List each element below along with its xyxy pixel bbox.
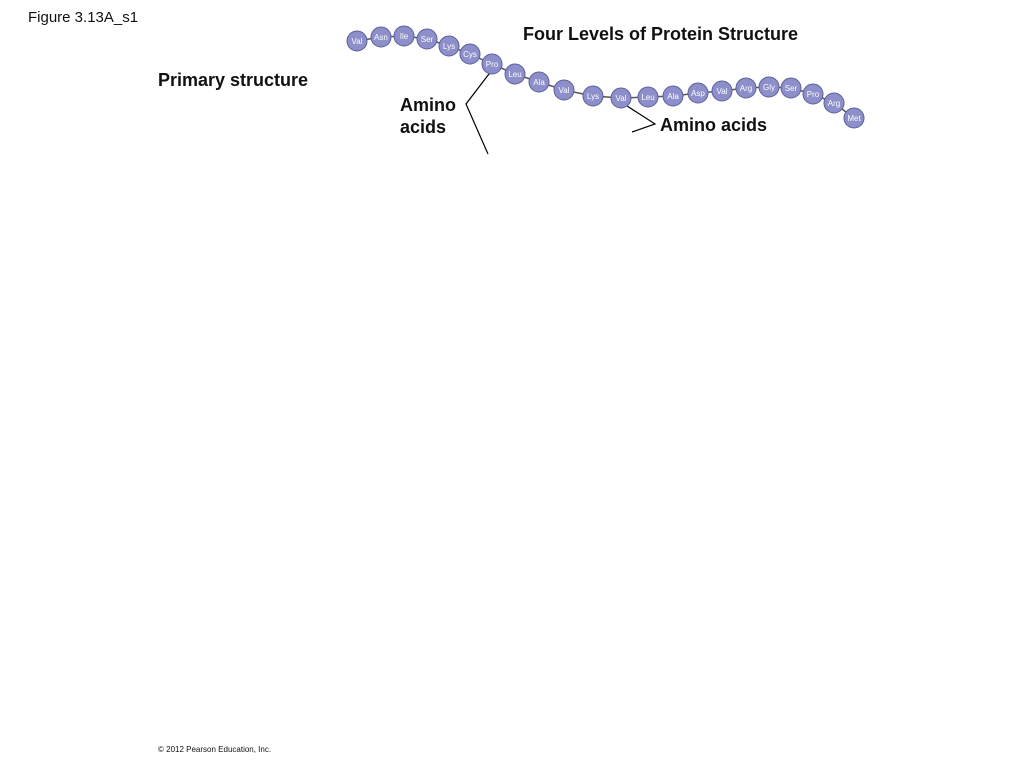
- amino-acid-circle: [438, 35, 460, 57]
- amino-acid-bead: Arg: [735, 77, 757, 99]
- amino-acid-circle: [582, 85, 604, 107]
- amino-acid-bead: Lys: [582, 85, 604, 107]
- amino-acid-label: Cys: [463, 50, 477, 59]
- amino-acid-bead: Ala: [528, 71, 550, 93]
- amino-acid-bead: Val: [610, 87, 632, 109]
- amino-acid-circle: [637, 86, 659, 108]
- amino-acid-bead: Leu: [637, 86, 659, 108]
- amino-acid-circle: [662, 85, 684, 107]
- amino-acid-bead: Val: [711, 80, 733, 102]
- amino-acids-label-left-line1: Amino: [400, 95, 456, 115]
- amino-acid-circle: [802, 83, 824, 105]
- figure-label: Figure 3.13A_s1: [28, 9, 139, 26]
- amino-acid-bead: Gly: [758, 76, 780, 98]
- amino-acid-label: Asp: [691, 89, 705, 98]
- amino-acid-circle: [687, 82, 709, 104]
- amino-acid-circle: [553, 79, 575, 101]
- amino-acid-bead: Arg: [823, 92, 845, 114]
- amino-acid-label: Gly: [763, 83, 775, 92]
- amino-acid-label: Asn: [374, 33, 388, 42]
- amino-acid-label: Ala: [667, 92, 679, 101]
- leader-line-right: [623, 103, 657, 133]
- amino-acid-circle: [735, 77, 757, 99]
- amino-acid-circle: [528, 71, 550, 93]
- amino-acid-label: Lys: [443, 42, 455, 51]
- amino-acid-circle: [610, 87, 632, 109]
- amino-acid-label: Val: [717, 87, 728, 96]
- figure-title: Four Levels of Protein Structure: [523, 24, 799, 44]
- amino-acid-label: Lys: [587, 92, 599, 101]
- amino-acid-label: Ser: [421, 35, 434, 44]
- amino-acid-bead: Ile: [393, 25, 415, 47]
- amino-acid-bead: Asp: [687, 82, 709, 104]
- amino-acid-bead: Pro: [802, 83, 824, 105]
- amino-acid-label: Leu: [641, 93, 654, 102]
- amino-acid-bead: Lys: [438, 35, 460, 57]
- leader-line-left: [465, 69, 493, 155]
- amino-acid-bead: Cys: [459, 43, 481, 65]
- amino-acid-circle: [481, 53, 503, 75]
- amino-acid-label: Ile: [400, 32, 409, 41]
- leader-lines: [465, 69, 657, 155]
- amino-acid-label: Arg: [740, 84, 752, 93]
- amino-acid-circle: [393, 25, 415, 47]
- amino-acid-circle: [758, 76, 780, 98]
- amino-acid-bead: Asn: [370, 26, 392, 48]
- amino-acids-label-left-line2: acids: [400, 117, 447, 137]
- amino-acid-label: Ala: [533, 78, 545, 87]
- amino-acid-label: Pro: [807, 90, 820, 99]
- amino-acids-label-left: Amino acids: [400, 94, 456, 138]
- primary-structure-label: Primary structure: [158, 70, 309, 90]
- amino-acid-label: Leu: [508, 70, 521, 79]
- amino-acid-label: Val: [616, 94, 627, 103]
- amino-acid-circle: [370, 26, 392, 48]
- amino-acid-circle: [346, 30, 368, 52]
- amino-acid-circle: [504, 63, 526, 85]
- amino-acid-label: Arg: [828, 99, 840, 108]
- amino-acid-label: Pro: [486, 60, 499, 69]
- amino-acid-circle: [711, 80, 733, 102]
- amino-acid-bead: Leu: [504, 63, 526, 85]
- amino-acid-circle: [780, 77, 802, 99]
- amino-acid-bead: Val: [346, 30, 368, 52]
- amino-acid-bead: Ser: [780, 77, 802, 99]
- amino-acid-bead: Ala: [662, 85, 684, 107]
- amino-acid-circle: [416, 28, 438, 50]
- amino-acid-circle: [843, 107, 865, 129]
- amino-acids-label-right: Amino acids: [660, 115, 768, 135]
- amino-acid-label: Ser: [785, 84, 798, 93]
- amino-acid-circle: [823, 92, 845, 114]
- amino-acid-label: Val: [352, 37, 363, 46]
- amino-acid-label: Val: [559, 86, 570, 95]
- amino-acid-label: Met: [847, 114, 861, 123]
- amino-acid-circle: [459, 43, 481, 65]
- amino-acid-bead: Met: [843, 107, 865, 129]
- copyright-notice: © 2012 Pearson Education, Inc.: [158, 745, 272, 754]
- amino-acid-bead: Val: [553, 79, 575, 101]
- amino-acid-bead: Ser: [416, 28, 438, 50]
- amino-acid-bead: Pro: [481, 53, 503, 75]
